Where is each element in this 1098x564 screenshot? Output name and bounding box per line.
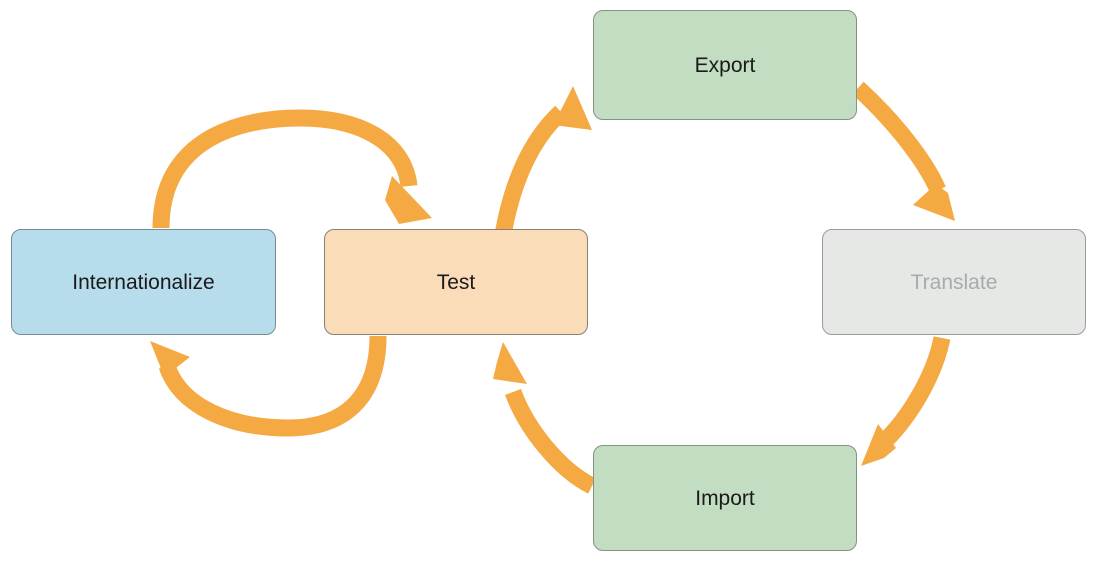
node-test[interactable]: Test	[324, 229, 588, 335]
edge-export-to-translate	[852, 81, 955, 221]
node-label-test: Test	[436, 270, 476, 294]
edge-internationalize-to-test	[152, 109, 432, 229]
node-export[interactable]: Export	[593, 10, 857, 120]
node-import[interactable]: Import	[593, 445, 857, 551]
edge-translate-to-import	[861, 336, 951, 466]
node-label-translate: Translate	[910, 270, 998, 294]
node-internationalize[interactable]: Internationalize	[11, 229, 276, 335]
node-translate[interactable]: Translate	[822, 229, 1086, 335]
edge-import-to-test	[493, 342, 597, 494]
edge-test-to-internationalize	[150, 335, 387, 437]
node-label-export: Export	[694, 53, 756, 77]
node-label-import: Import	[695, 486, 755, 510]
node-label-internationalize: Internationalize	[72, 270, 215, 294]
